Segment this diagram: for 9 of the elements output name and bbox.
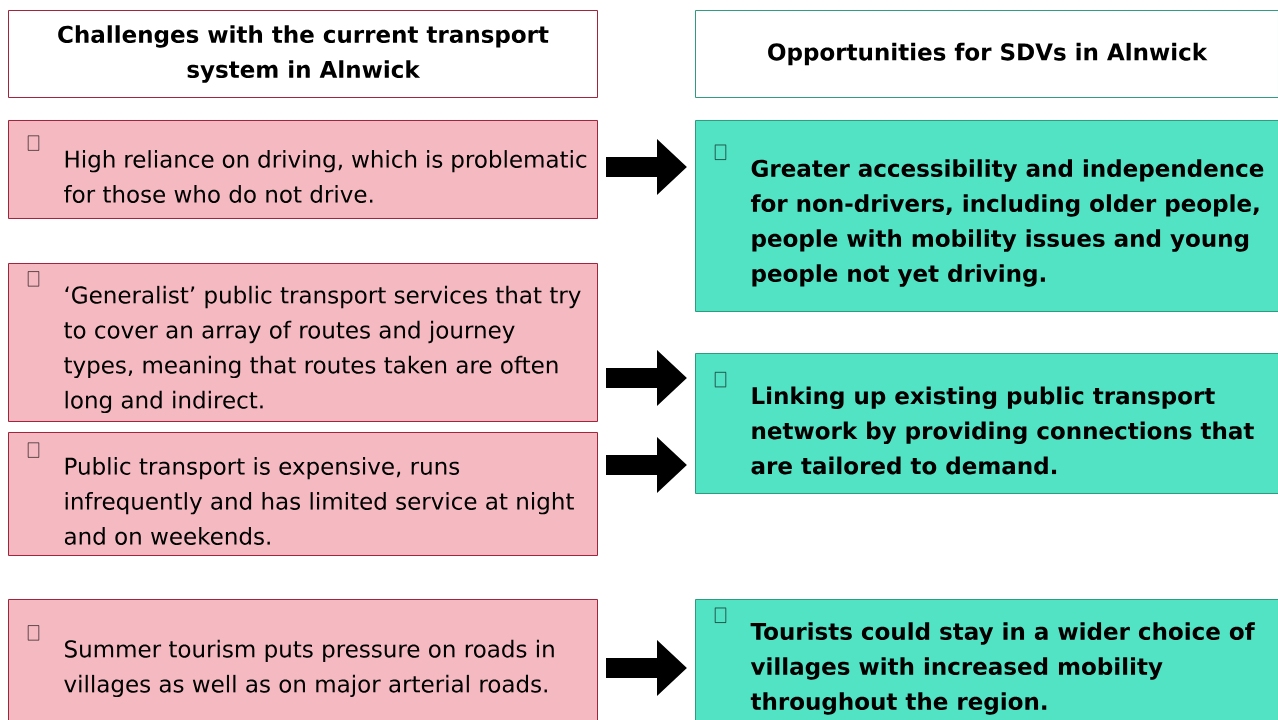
challenge-box: Public transport is expensive, runs infrequently and has limited service at night and on weekends. — [8, 432, 598, 556]
header-box: Opportunities for SDVs in Alnwick — [695, 10, 1278, 98]
challenge-box: High reliance on driving, which is problematic for those who do not drive. — [8, 120, 598, 219]
challenge-box: Summer tourism puts pressure on roads in villages as well as on major arterial roads. — [8, 599, 598, 720]
opportunity-box: Linking up existing public transport network by providing connections that are tailored to demand. — [695, 353, 1278, 494]
opportunity-box: Greater accessibility and independence for non-drivers, including older people, people with mobility issues and young people not yet driving. — [695, 120, 1278, 312]
opportunity-box: Tourists could stay in a wider choice of villages with increased mobility throughout the region. — [695, 599, 1278, 720]
challenge-box: ‘Generalist’ public transport services that try to cover an array of routes and journey types, meaning that routes taken are often long and indirect. — [8, 263, 598, 422]
header-box: Challenges with the current transport system in Alnwick — [8, 10, 598, 98]
